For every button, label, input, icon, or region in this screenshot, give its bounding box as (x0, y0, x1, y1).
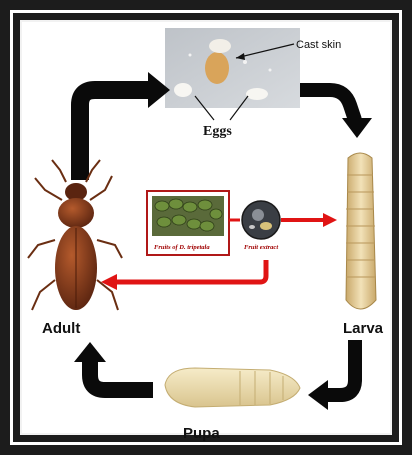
eggs-photo (165, 28, 300, 108)
eggs-label: Eggs (203, 124, 232, 139)
arrowhead-adult (74, 342, 106, 362)
fruits-label: Fruits of D. tripetala (154, 244, 210, 251)
adult-beetle-image (28, 160, 122, 310)
adult-label: Adult (42, 320, 80, 337)
arrow-adult-to-eggs (80, 90, 150, 180)
arrowhead-larva (342, 118, 372, 138)
arrow-pupa-to-adult (90, 360, 155, 390)
cast-skin-label: Cast skin (296, 39, 341, 51)
fruits-image: Fruits of D. tripetala (147, 191, 229, 255)
pupa-image (153, 362, 303, 414)
arrow-extract-to-adult (115, 260, 266, 282)
arrowhead-pupa (308, 380, 328, 410)
pupa-label: Pupa (183, 425, 220, 442)
larva-label: Larva (343, 320, 384, 337)
extract-label: Fruit extract (244, 244, 278, 251)
arrow-eggs-to-larva (300, 90, 355, 120)
fruit-extract-image: Fruit extract (242, 201, 280, 251)
larva-image (335, 150, 385, 320)
arrow-larva-to-pupa (325, 340, 355, 395)
